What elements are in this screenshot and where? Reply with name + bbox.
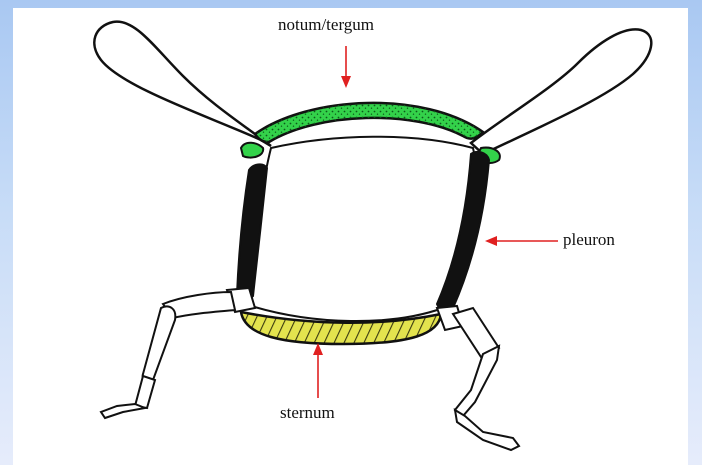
insect-thorax-diagram: notum/tergum pleuron sternum (13, 8, 688, 465)
pleuron-arrow (485, 236, 558, 246)
pleuron-label: pleuron (563, 230, 615, 250)
sternum-arrow (313, 343, 323, 398)
notum-arrow (341, 46, 351, 88)
left-leg (101, 288, 255, 418)
left-wing (94, 22, 271, 146)
sternum-label: sternum (280, 403, 335, 423)
left-wing-hinge (241, 143, 263, 158)
notum-label: notum/tergum (278, 15, 374, 35)
right-wing (471, 29, 651, 154)
right-leg (437, 306, 519, 450)
